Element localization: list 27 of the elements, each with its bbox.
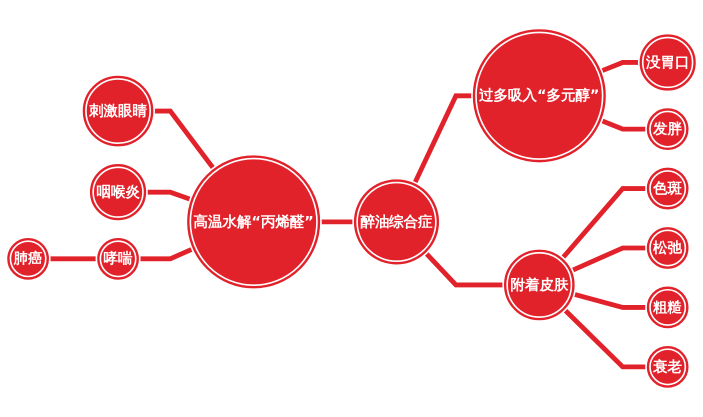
node-circle: 肺癌: [6, 236, 51, 282]
connector: [600, 118, 646, 132]
connector: [600, 60, 639, 74]
connector: [563, 308, 646, 370]
node-circle: 附着皮肤: [502, 248, 576, 322]
connector: [571, 246, 646, 272]
connector: [561, 186, 646, 260]
connector: [412, 93, 472, 184]
node-circle: 咽喉炎: [88, 162, 148, 222]
node-circle: 粗糙: [645, 284, 690, 330]
node-circle: 色斑: [645, 166, 690, 212]
node-circle: 高温水解“丙烯醛”: [186, 154, 322, 290]
connector: [146, 190, 192, 202]
connector: [140, 246, 194, 262]
node-circle: 哮喘: [96, 236, 141, 282]
node-circle: 醉油综合症: [352, 178, 441, 266]
node-circle: 刺激眼睛: [81, 74, 155, 148]
connector: [574, 292, 646, 310]
node-circle: 过多吸入“多元醇”: [471, 28, 608, 164]
connector: [320, 219, 354, 224]
connector: [424, 252, 504, 288]
node-circle: 松弛: [645, 226, 690, 270]
connector: [154, 108, 216, 170]
node-circle: 衰老: [645, 344, 690, 390]
connector: [50, 256, 96, 262]
node-circle: 发胖: [645, 106, 690, 152]
node-circle: 没胃口: [638, 32, 698, 92]
